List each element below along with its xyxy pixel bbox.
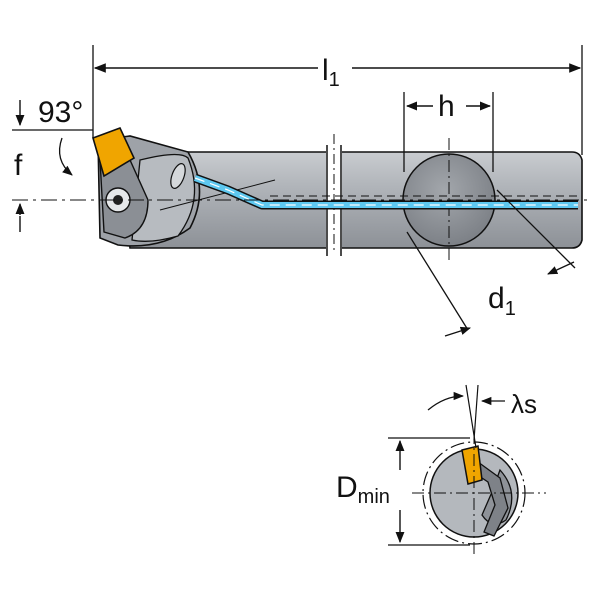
lambda-label: λs [511, 389, 537, 419]
lambda-reference-line-b [473, 384, 479, 441]
tip-leader [159, 179, 276, 211]
lambda-arrow-left [427, 391, 465, 411]
d1-extension-left [406, 231, 469, 331]
angle-label: 93° [38, 96, 83, 129]
d1-arrow-right [547, 261, 575, 275]
l1-label: l1 [322, 54, 340, 91]
f-label: f [14, 149, 23, 182]
h-label: h [438, 90, 455, 123]
d1-arrow-left [444, 326, 471, 337]
coolant-channel-dash [194, 177, 578, 206]
end-view-insert [461, 445, 483, 485]
side-view: l1 h [12, 45, 590, 337]
angle-arc [58, 137, 73, 176]
end-view: Dmin λs [336, 384, 546, 558]
insert-screw-hole [113, 195, 123, 205]
cutting-insert [92, 126, 136, 178]
d1-extension-right [496, 189, 576, 269]
clamp-screw [170, 163, 186, 189]
dmin-label: Dmin [336, 471, 390, 508]
d1-label: d1 [488, 282, 516, 320]
